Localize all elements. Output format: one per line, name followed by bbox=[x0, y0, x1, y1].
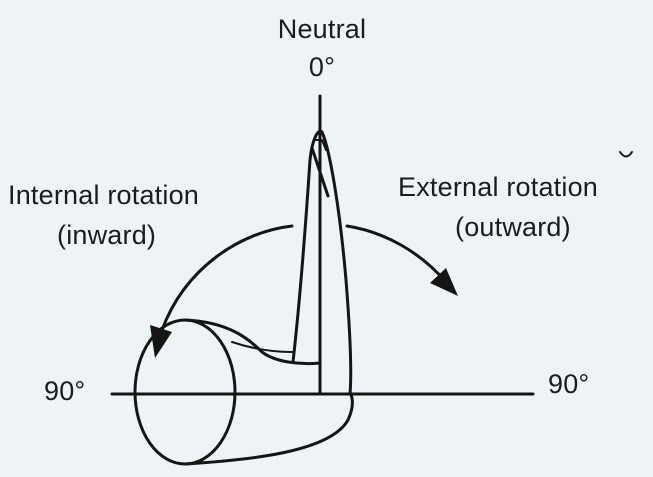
internal-rotation-label: Internal rotation bbox=[8, 180, 200, 210]
zero-degree-label: 0° bbox=[308, 52, 336, 82]
external-rotation-arc bbox=[345, 224, 448, 284]
external-arrowhead-icon bbox=[430, 268, 458, 296]
left-90-degree-label: 90° bbox=[44, 376, 86, 406]
forearm-left-edge bbox=[291, 129, 324, 364]
external-direction-label: (outward) bbox=[455, 212, 571, 242]
forearm-right-edge bbox=[320, 130, 353, 396]
forearm-lower-edge bbox=[183, 392, 354, 466]
finger-line bbox=[310, 146, 330, 198]
forearm-upper-edge bbox=[183, 318, 322, 366]
neutral-label: Neutral bbox=[277, 14, 367, 44]
internal-rotation-arc bbox=[160, 224, 294, 332]
wrist-crease bbox=[231, 341, 293, 353]
stray-tick-mark bbox=[619, 151, 633, 158]
internal-direction-label: (inward) bbox=[57, 220, 157, 250]
right-90-degree-label: 90° bbox=[548, 369, 590, 399]
upper-arm-cross-section bbox=[133, 318, 237, 466]
fingertip bbox=[313, 139, 327, 151]
external-rotation-label: External rotation bbox=[398, 172, 599, 202]
internal-arrowhead-icon bbox=[150, 325, 172, 358]
